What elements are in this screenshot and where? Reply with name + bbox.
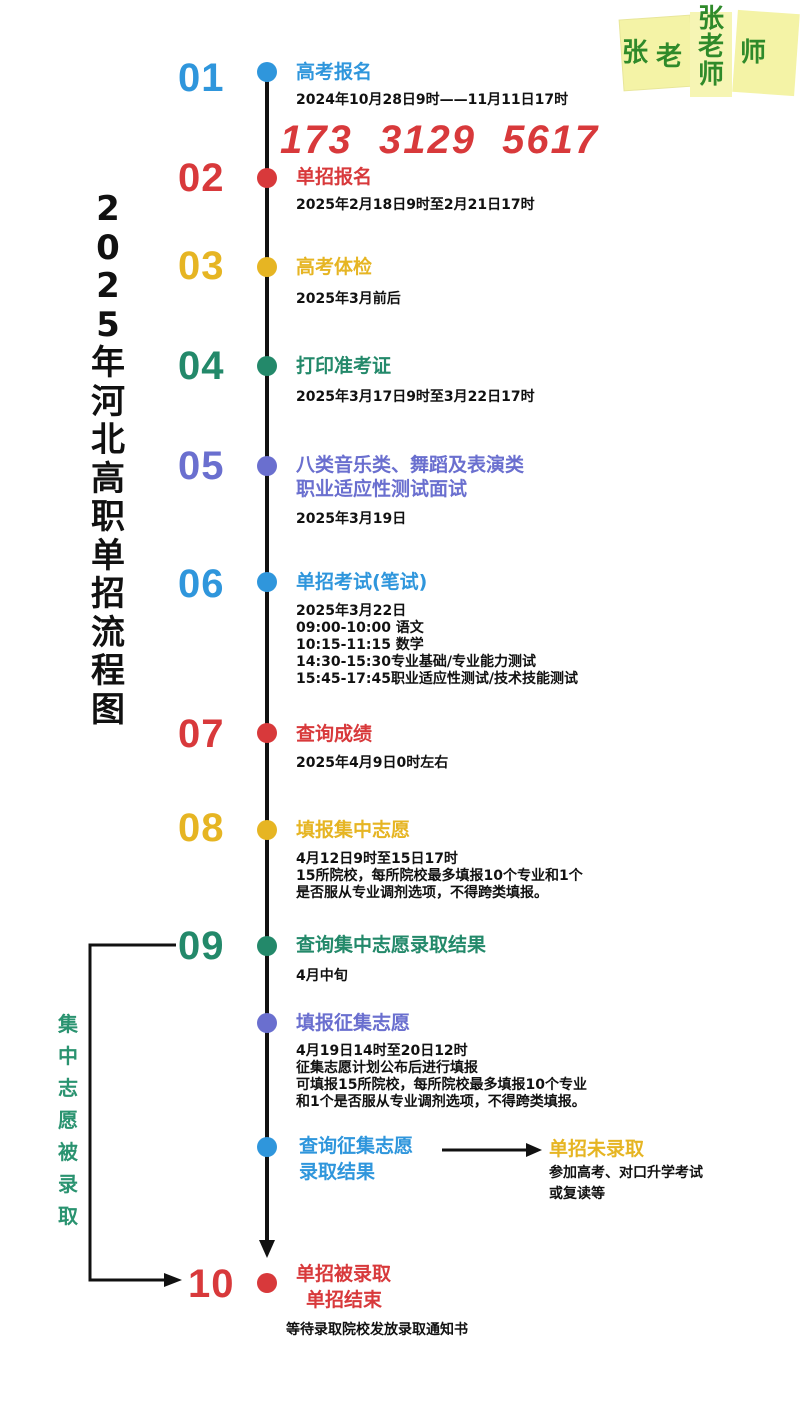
side-label-char: 被 <box>58 1140 78 1164</box>
side-label-char: 录 <box>58 1172 78 1196</box>
title-char: 职 <box>91 497 125 537</box>
step-desc-line: 15:45-17:45职业适应性测试/技术技能测试 <box>296 671 579 687</box>
step-title-line: 单招结束 <box>306 1289 383 1311</box>
title-char: 河 <box>91 381 125 422</box>
watermark-char: 师 <box>698 60 725 90</box>
step-number: 04 <box>178 344 225 388</box>
watermark-char: 老 <box>698 32 725 62</box>
watermark-char: 师 <box>740 38 767 68</box>
step-number: 05 <box>178 444 225 488</box>
step-title: 高考体检 <box>296 256 373 278</box>
watermark-char: 老 <box>656 42 683 72</box>
timeline-dot-icon <box>257 356 277 376</box>
timeline-dot-icon <box>257 1273 277 1293</box>
title-char: 招 <box>91 574 125 614</box>
step-desc: 2025年4月9日0时左右 <box>296 755 449 771</box>
step-desc: 4月中旬 <box>296 968 348 984</box>
step-title: 查询成绩 <box>296 723 373 745</box>
timeline-dot-icon <box>257 572 277 592</box>
timeline-line <box>265 80 269 1250</box>
timeline-dot-icon <box>257 1013 277 1033</box>
page-title: 2 0 2 5 年 河 北 高 职 单 招 流 程 图 <box>88 190 128 729</box>
step-number: 03 <box>178 244 225 288</box>
timeline-dot-icon <box>257 456 277 476</box>
side-label-char: 集 <box>58 1012 78 1036</box>
timeline-dot-icon <box>257 62 277 82</box>
step-desc-line: 4月19日14时至20日12时 <box>296 1043 468 1059</box>
step-number: 08 <box>178 806 225 850</box>
timeline-dot-icon <box>257 168 277 188</box>
step-title: 打印准考证 <box>296 355 392 377</box>
step-number: 06 <box>178 562 225 606</box>
title-char: 2 <box>96 266 120 306</box>
timeline-dot-icon <box>257 1137 277 1157</box>
side-label-char: 取 <box>58 1204 78 1228</box>
watermark-char: 张 <box>622 38 649 68</box>
side-label-char: 中 <box>58 1044 78 1068</box>
title-char: 高 <box>91 458 125 499</box>
step-desc: 2025年3月17日9时至3月22日17时 <box>296 389 535 405</box>
title-char: 流 <box>91 612 125 653</box>
step-number: 10 <box>188 1262 235 1306</box>
step-desc-line: 2025年3月22日 <box>296 603 407 619</box>
step-desc-line: 09:00-10:00 语文 <box>296 620 424 636</box>
phone-number: 173 3129 5617 <box>280 118 600 162</box>
title-char: 2 <box>96 189 120 229</box>
step-title-line: 查询征集志愿 <box>299 1135 414 1157</box>
step-desc-line: 可填报15所院校，每所院校最多填报10个专业 <box>296 1077 587 1093</box>
side-label-char: 志 <box>58 1076 78 1100</box>
side-label-char: 愿 <box>58 1108 78 1132</box>
step-title-line: 录取结果 <box>299 1161 376 1183</box>
step-title: 查询集中志愿录取结果 <box>296 934 487 956</box>
side-bracket-arrow-icon <box>88 943 182 1287</box>
title-char: 单 <box>91 535 125 576</box>
timeline-dot-icon <box>257 723 277 743</box>
title-char: 0 <box>96 227 120 268</box>
sticky-note <box>690 12 732 97</box>
branch-arrow-icon <box>442 1143 542 1157</box>
step-title: 单招考试(笔试) <box>296 571 428 593</box>
timeline-dot-icon <box>257 257 277 277</box>
step-title-line: 单招被录取 <box>296 1263 392 1285</box>
timeline-dot-icon <box>257 820 277 840</box>
title-char: 北 <box>91 420 125 460</box>
title-char: 年 <box>91 343 125 383</box>
step-title: 填报征集志愿 <box>296 1012 411 1034</box>
step-desc: 2025年2月18日9时至2月21日17时 <box>296 197 535 213</box>
side-label: 集 中 志 愿 被 录 取 <box>56 1008 80 1232</box>
title-char: 图 <box>91 689 125 730</box>
step-title: 高考报名 <box>296 61 373 83</box>
step-desc-line: 10:15-11:15 数学 <box>296 637 424 653</box>
branch-title: 单招未录取 <box>549 1138 645 1160</box>
step-number: 09 <box>178 924 225 968</box>
step-number: 01 <box>178 56 225 100</box>
timeline-dot-icon <box>257 936 277 956</box>
step-desc-line: 15所院校，每所院校最多填报10个专业和1个 <box>296 868 583 884</box>
step-desc: 2025年3月19日 <box>296 511 407 527</box>
step-number: 07 <box>178 712 225 756</box>
step-title-line: 八类音乐类、舞蹈及表演类 <box>296 454 525 476</box>
step-desc: 等待录取院校发放录取通知书 <box>286 1322 468 1338</box>
step-desc: 2025年3月前后 <box>296 291 401 307</box>
step-title-line: 职业适应性测试面试 <box>296 478 468 500</box>
step-title: 填报集中志愿 <box>296 819 411 841</box>
step-desc-line: 14:30-15:30专业基础/专业能力测试 <box>296 654 537 670</box>
step-title: 单招报名 <box>296 166 373 188</box>
step-desc-line: 4月12日9时至15日17时 <box>296 851 458 867</box>
title-char: 5 <box>96 304 120 345</box>
step-desc-line: 是否服从专业调剂选项，不得跨类填报。 <box>296 885 548 901</box>
step-desc-line: 征集志愿计划公布后进行填报 <box>296 1060 478 1076</box>
branch-desc-line: 或复读等 <box>549 1186 605 1202</box>
step-desc: 2024年10月28日9时——11月11日17时 <box>296 92 569 108</box>
title-char: 程 <box>91 651 125 691</box>
step-desc-line: 和1个是否服从专业调剂选项，不得跨类填报。 <box>296 1094 586 1110</box>
branch-desc-line: 参加高考、对口升学考试 <box>549 1165 703 1181</box>
step-number: 02 <box>178 156 225 200</box>
timeline-arrow-icon <box>259 1240 275 1258</box>
watermark-char: 张 <box>698 4 725 34</box>
